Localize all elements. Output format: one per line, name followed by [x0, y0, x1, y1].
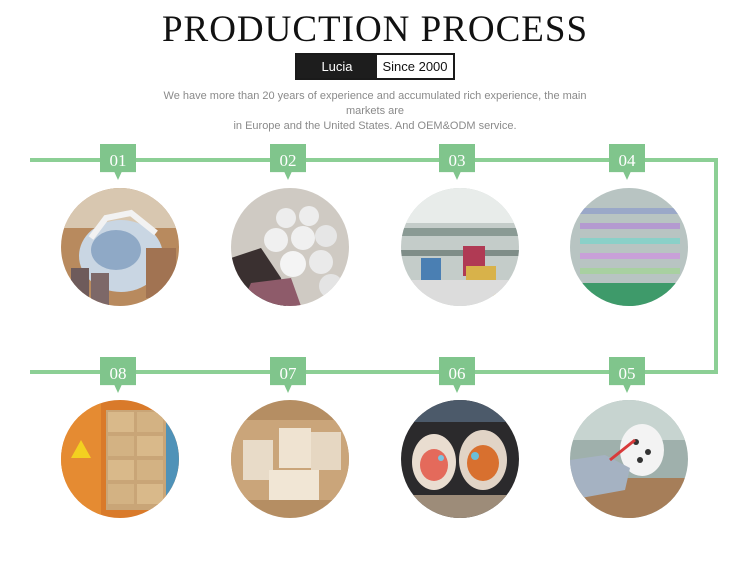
step-06-photo — [401, 400, 519, 518]
step-05-photo — [570, 400, 688, 518]
description-line-1: We have more than 20 years of experience… — [163, 90, 587, 117]
page-title: PRODUCTION PROCESS — [161, 9, 589, 50]
step-tag-07: 07 — [270, 357, 306, 393]
right-connector-line — [714, 158, 718, 374]
bottom-connector-line — [30, 370, 718, 374]
step-08-photo — [61, 400, 179, 518]
step-tag-03: 03 — [439, 144, 475, 180]
step-02-photo — [231, 188, 349, 306]
top-connector-line — [30, 158, 718, 162]
brand-badge: Lucia Since 2000 — [295, 53, 455, 80]
description-line-2: in Europe and the United States. And OEM… — [233, 120, 517, 132]
step-tag-05: 05 — [609, 357, 645, 393]
description: We have more than 20 years of experience… — [150, 89, 600, 134]
step-tag-04: 04 — [609, 144, 645, 180]
step-tag-01: 01 — [100, 144, 136, 180]
step-04-photo — [570, 188, 688, 306]
badge-since: Since 2000 — [377, 55, 453, 78]
step-tag-02: 02 — [270, 144, 306, 180]
badge-brand: Lucia — [297, 55, 377, 78]
step-tag-08: 08 — [100, 357, 136, 393]
step-tag-06: 06 — [439, 357, 475, 393]
step-07-photo — [231, 400, 349, 518]
step-03-photo — [401, 188, 519, 306]
step-01-photo — [61, 188, 179, 306]
